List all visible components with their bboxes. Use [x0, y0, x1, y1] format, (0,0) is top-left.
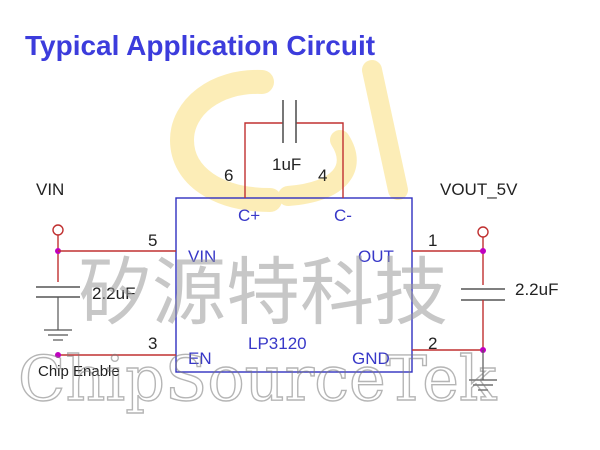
gnd-network	[412, 347, 497, 391]
watermark-english: ChipSourceTek	[18, 342, 497, 415]
watermark-chinese: 矽源特科技	[78, 250, 448, 336]
pin-number-cplus: 6	[224, 166, 233, 185]
net-label-chip-enable: Chip Enable	[38, 363, 120, 380]
pin-label-vin: VIN	[188, 247, 216, 266]
pin-number-gnd: 2	[428, 334, 437, 353]
flying-capacitor	[244, 100, 344, 198]
pin-label-out: OUT	[358, 247, 394, 266]
pin-number-vin: 5	[148, 231, 157, 250]
pin-label-en: EN	[188, 349, 212, 368]
net-label-vout: VOUT_5V	[440, 180, 518, 199]
pin-label-cplus: C+	[238, 206, 260, 225]
ic-body	[175, 197, 413, 373]
diagram-title: Typical Application Circuit	[25, 30, 376, 61]
pin-number-en: 3	[148, 334, 157, 353]
en-network	[55, 352, 176, 358]
pin-label-cminus: C-	[334, 206, 352, 225]
cap-flying-value: 1uF	[272, 155, 301, 174]
pin-number-out: 1	[428, 231, 437, 250]
vout-network	[412, 226, 505, 350]
pin-label-gnd: GND	[352, 349, 390, 368]
pin-number-cminus: 4	[318, 166, 327, 185]
cap-output-value: 2.2uF	[515, 280, 558, 299]
chip-part-number: LP3120	[248, 334, 307, 353]
logo-watermark	[169, 60, 408, 212]
net-label-vin: VIN	[36, 180, 64, 199]
vin-network	[36, 224, 176, 341]
cap-input-value: 2.2uF	[92, 284, 135, 303]
